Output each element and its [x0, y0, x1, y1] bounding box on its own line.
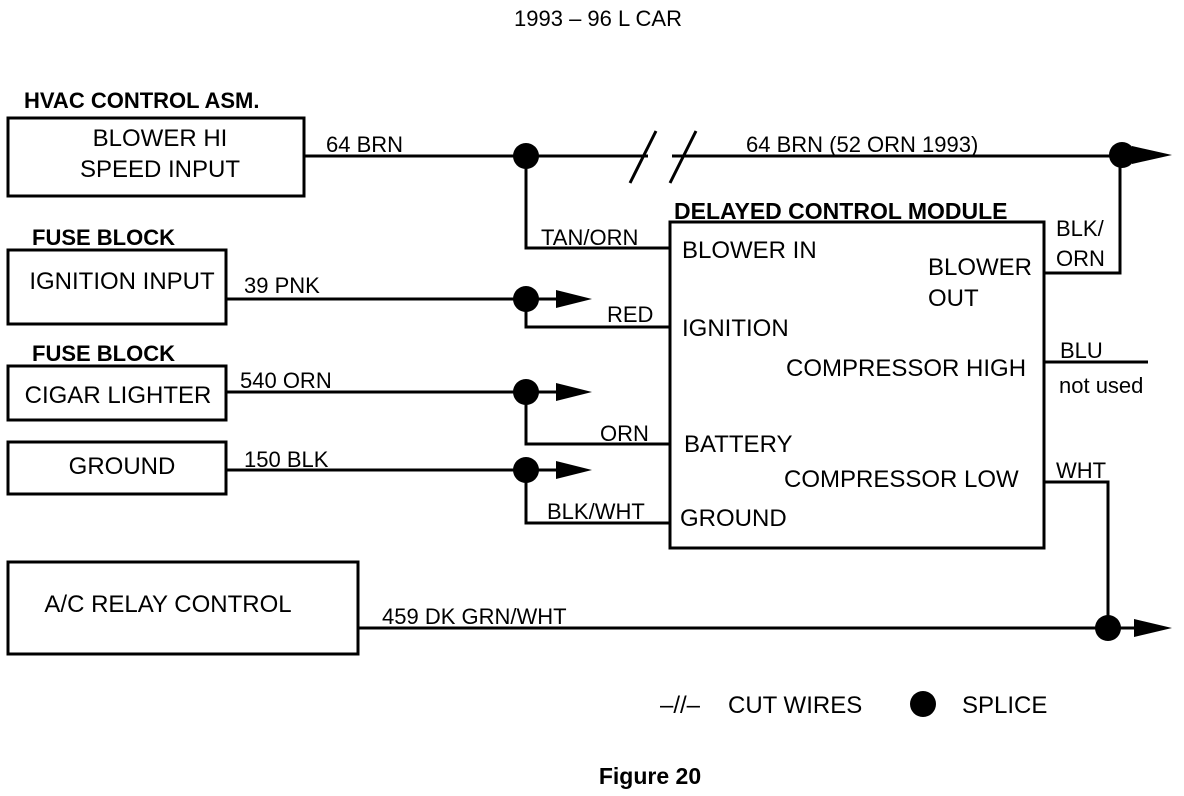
pin-compressor-low: COMPRESSOR LOW [784, 466, 1019, 493]
label-459: 459 DK GRN/WHT [382, 604, 567, 629]
fuse-ign-label: IGNITION INPUT [29, 268, 215, 295]
label-blu-note: not used [1059, 373, 1143, 398]
hvac-header: HVAC CONTROL ASM. [24, 88, 259, 113]
legend-splice-icon [910, 691, 936, 717]
fuse-ign-header: FUSE BLOCK [32, 225, 175, 250]
hvac-label-line2: SPEED INPUT [80, 156, 240, 183]
arrow-head [556, 290, 592, 308]
arrow-head [1132, 146, 1172, 164]
wire-64-brn: 64 BRN 64 BRN (52 ORN 1993) TAN/ORN BLK/… [304, 130, 1172, 275]
label-150-blk: 150 BLK [244, 447, 329, 472]
splice-dot [1095, 615, 1121, 641]
fuse-cig-header: FUSE BLOCK [32, 341, 175, 366]
pin-battery: BATTERY [684, 431, 792, 458]
wire-459-dk-grn-wht: 459 DK GRN/WHT [358, 604, 1172, 641]
wire-39-pnk: 39 PNK RED [226, 273, 670, 329]
legend-splice-label: SPLICE [962, 692, 1047, 719]
legend: –//– CUT WIRES SPLICE [660, 691, 1047, 719]
legend-cut-label: CUT WIRES [728, 692, 862, 719]
label-blk-orn-2: ORN [1056, 246, 1105, 271]
wire-blk-orn [1044, 155, 1122, 275]
wire-blu: BLU not used [1044, 338, 1148, 398]
legend-cut-symbol: –//– [660, 692, 701, 719]
fuse-ign-box [6, 248, 228, 326]
diagram-title: 1993 – 96 L CAR [514, 6, 682, 31]
cut-mark-1 [628, 130, 658, 184]
hvac-label-line1: BLOWER HI [93, 125, 228, 152]
hvac-control-asm: HVAC CONTROL ASM. BLOWER HI SPEED INPUT [6, 88, 306, 198]
arrow-head [1134, 619, 1172, 637]
delayed-control-module: DELAYED CONTROL MODULE BLOWER IN BLOWER … [668, 198, 1046, 550]
label-64-brn-cont: 64 BRN (52 ORN 1993) [746, 132, 978, 157]
pin-compressor-high: COMPRESSOR HIGH [786, 355, 1026, 382]
pin-ground: GROUND [680, 505, 787, 532]
label-blk-wht: BLK/WHT [547, 499, 645, 524]
ac-relay-box [6, 560, 360, 656]
label-540-orn: 540 ORN [240, 368, 332, 393]
fuse-block-ignition: FUSE BLOCK IGNITION INPUT [6, 225, 228, 326]
ground-label: GROUND [69, 453, 176, 480]
label-red: RED [607, 302, 653, 327]
wire-orn [524, 392, 670, 446]
fuse-cig-label: CIGAR LIGHTER [25, 382, 212, 409]
wire-wht: WHT [1044, 458, 1110, 628]
label-blu: BLU [1060, 338, 1103, 363]
pin-blower-out-line1: BLOWER [928, 254, 1032, 281]
ac-relay-control: A/C RELAY CONTROL [6, 560, 360, 656]
module-title: DELAYED CONTROL MODULE [674, 198, 1008, 224]
label-tan-orn: TAN/ORN [541, 225, 638, 250]
pin-ignition: IGNITION [682, 315, 789, 342]
ground-box [6, 440, 228, 496]
wire-wht-line [1044, 480, 1110, 628]
label-orn: ORN [600, 421, 649, 446]
arrow-head [556, 383, 592, 401]
label-64-brn: 64 BRN [326, 132, 403, 157]
pin-blower-out-line2: OUT [928, 285, 979, 312]
fuse-cig-box [6, 364, 228, 422]
splice-dot [1109, 142, 1135, 168]
label-39-pnk: 39 PNK [244, 273, 320, 298]
fuse-block-cigar: FUSE BLOCK CIGAR LIGHTER [6, 341, 228, 422]
label-blk-orn-1: BLK/ [1056, 216, 1105, 241]
pin-blower-in: BLOWER IN [682, 237, 817, 264]
wire-150-blk: 150 BLK BLK/WHT [226, 447, 670, 525]
figure-caption: Figure 20 [599, 763, 701, 789]
wire-blk-wht [524, 470, 670, 525]
hvac-box [6, 116, 306, 198]
wire-540-orn: 540 ORN ORN [226, 368, 670, 446]
wire-tan-orn [524, 156, 670, 250]
module-box [668, 220, 1046, 550]
ground-source: GROUND [6, 440, 228, 496]
label-wht: WHT [1056, 458, 1106, 483]
wire-red [524, 299, 670, 329]
arrow-head [556, 461, 592, 479]
ac-relay-label: A/C RELAY CONTROL [44, 591, 291, 618]
cut-mark-2 [668, 130, 698, 184]
